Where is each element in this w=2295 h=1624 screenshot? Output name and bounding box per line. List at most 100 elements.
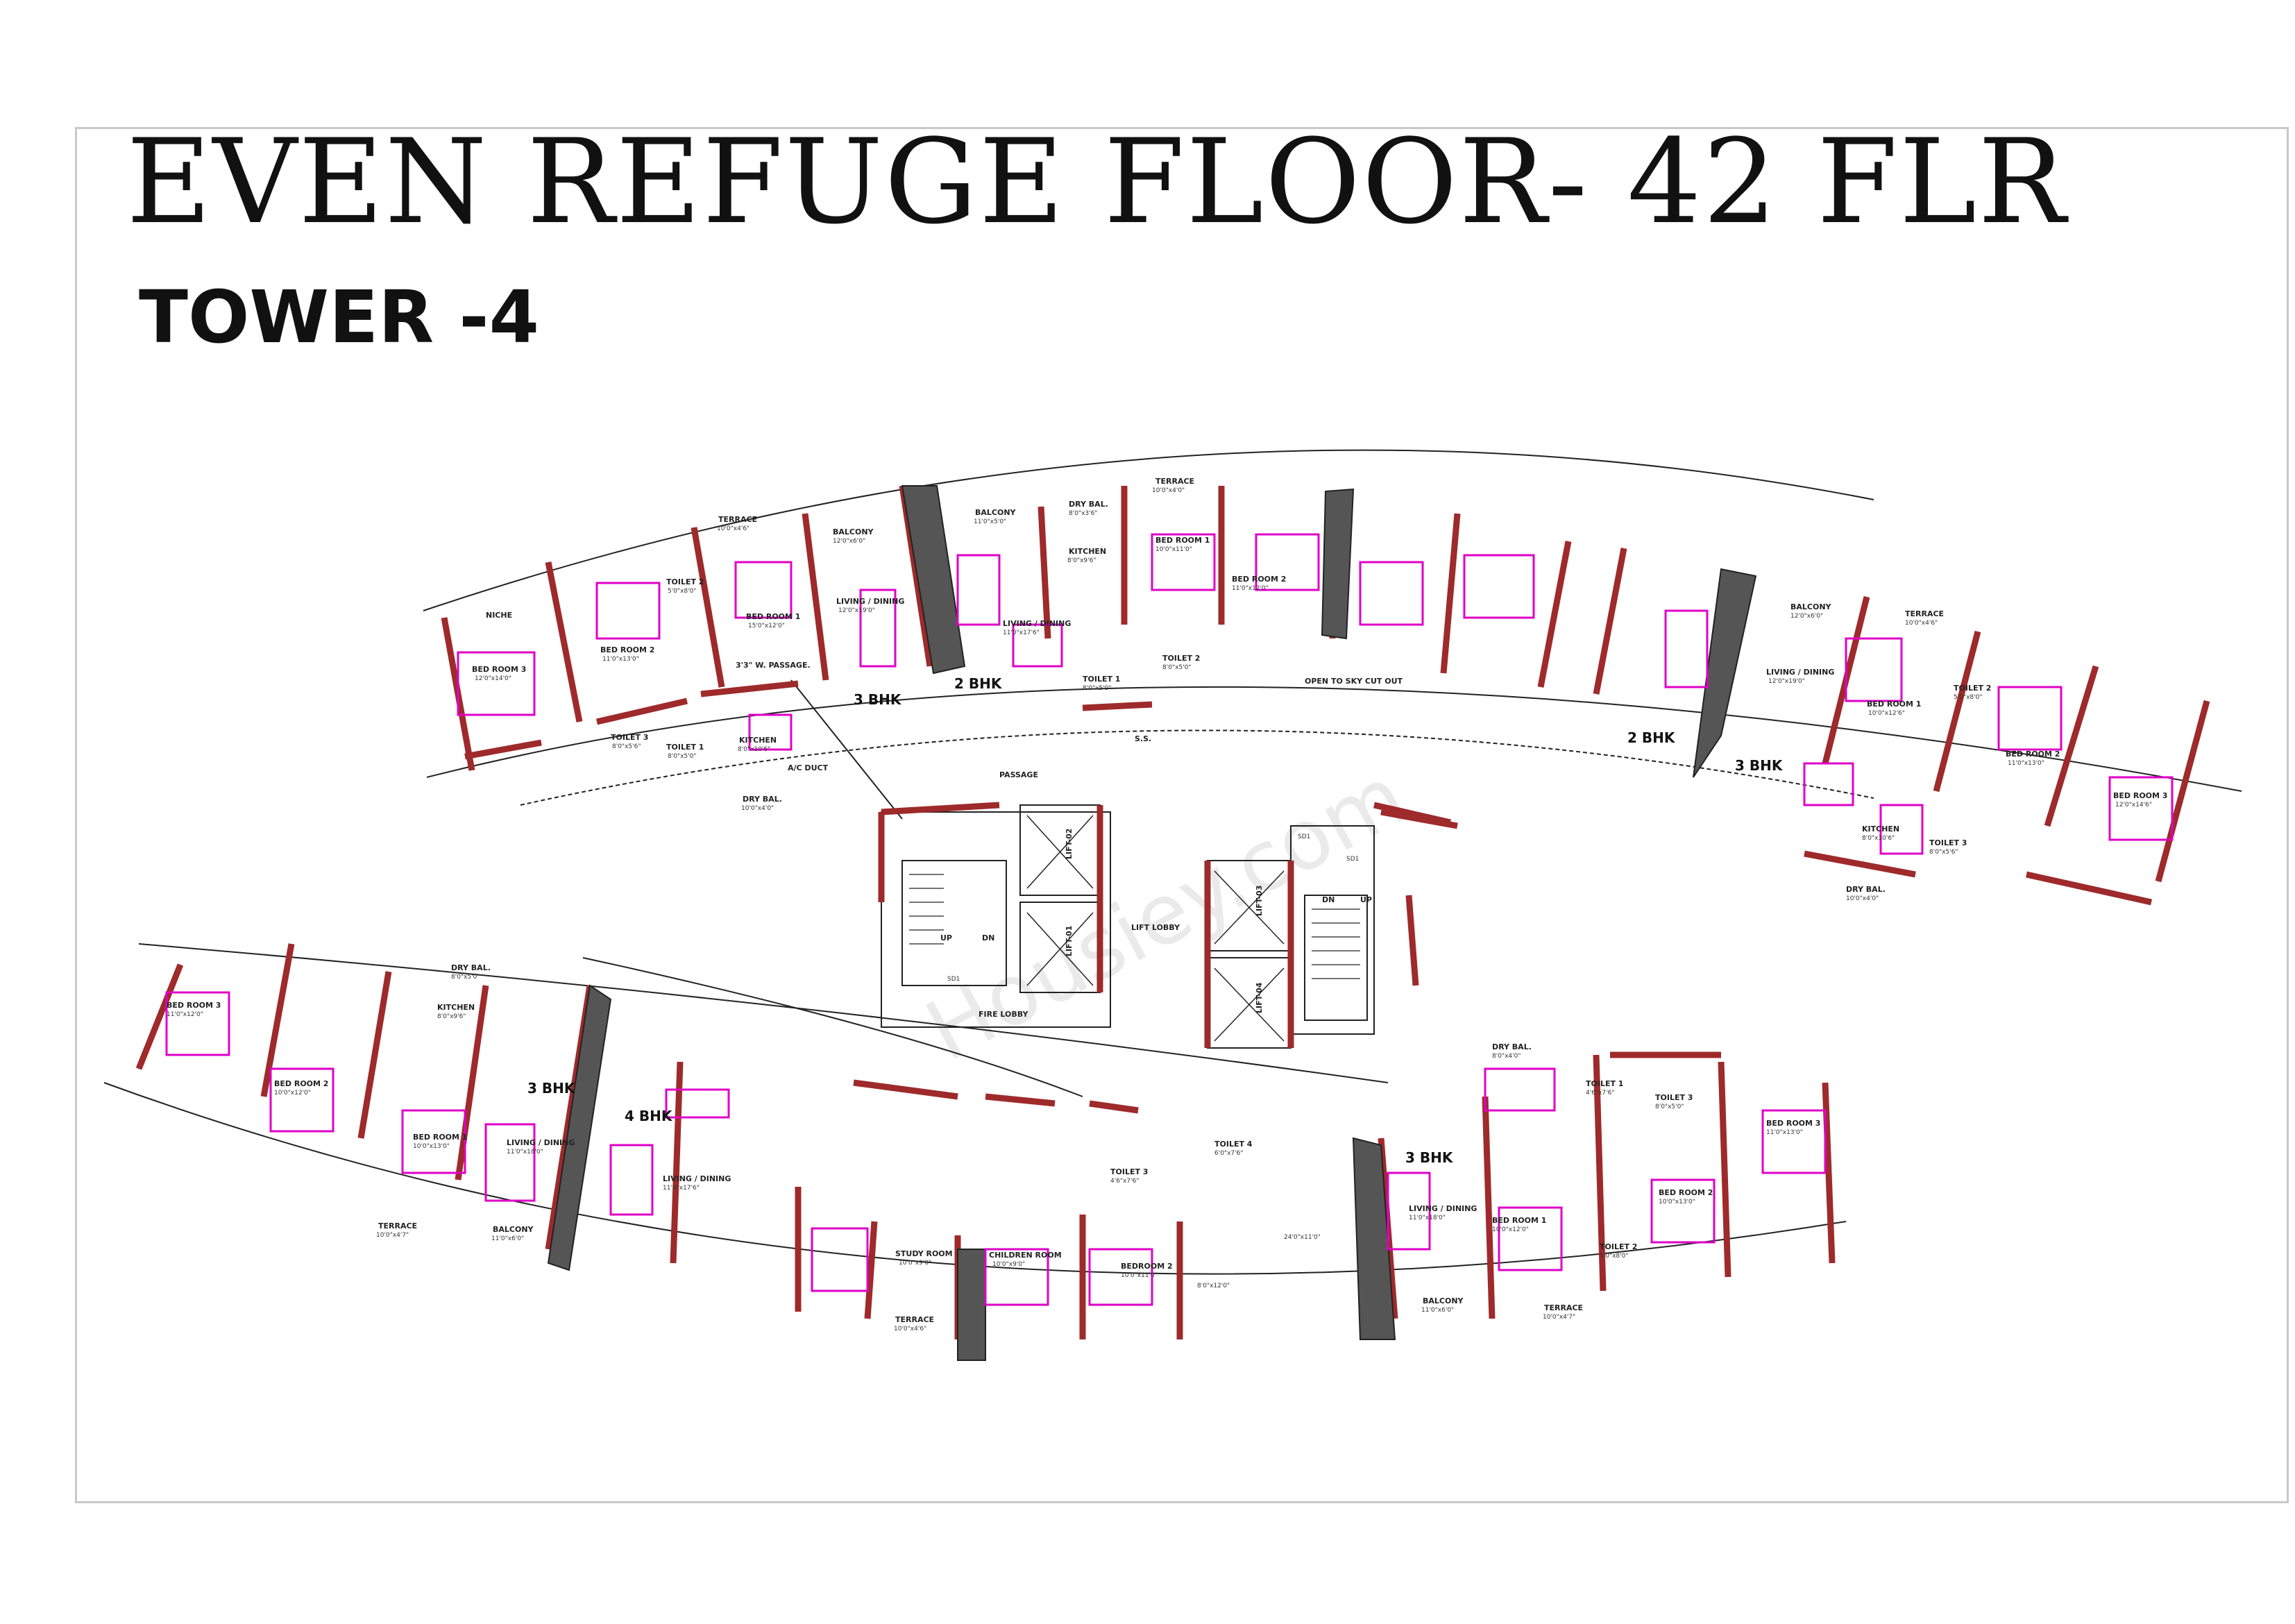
room-label: TERRACE xyxy=(378,1221,417,1230)
upper-furniture xyxy=(457,533,2174,855)
room-dim: 8'0"x4'0" xyxy=(1492,1053,1521,1060)
passage-label: PASSAGE xyxy=(999,770,1038,779)
unit-type-2bhk-upper-left: 2 BHK xyxy=(954,675,1003,692)
room-dim: 8'0"x9'6" xyxy=(437,1013,466,1020)
room-dim: 11'0"x18'0" xyxy=(1409,1215,1446,1221)
room-label: BEDROOM 2 xyxy=(1121,1262,1173,1271)
lift-03-label: LIFT-03 xyxy=(1255,886,1264,916)
room-dim: 10'0"x11'0" xyxy=(1121,1272,1158,1279)
room-label: TERRACE xyxy=(718,515,757,524)
lower-shear-walls xyxy=(547,984,1396,1361)
room-label: TERRACE xyxy=(1905,609,1944,618)
room-dim: 10'0"x12'0" xyxy=(1492,1226,1529,1233)
room-dim: 10'0"x4'0" xyxy=(1846,895,1879,902)
stair-dn-label-a: DN xyxy=(982,933,994,942)
room-dim: 4'6"x7'6" xyxy=(1110,1178,1139,1185)
room-dim: 10'0"x13'0" xyxy=(1659,1199,1695,1206)
room-label: BALCONY xyxy=(833,527,874,536)
room-dim: 8'0"x5'0" xyxy=(1162,664,1191,671)
room-dim: 11'0"x18'0" xyxy=(507,1149,543,1156)
stairs xyxy=(909,874,1360,979)
room-label: BED ROOM 3 xyxy=(2113,791,2167,800)
lift-04-label: LIFT-04 xyxy=(1255,982,1264,1013)
core-walls xyxy=(878,802,1458,1048)
room-dim: 10'0"x11'0" xyxy=(1155,546,1192,553)
room-label: TOILET 1 xyxy=(1586,1079,1623,1088)
room-dim: 8'0"x3'6" xyxy=(1069,510,1097,517)
passage-label: 3'3" W. PASSAGE. xyxy=(736,661,811,670)
room-label: TOILET 2 xyxy=(1954,684,1991,693)
room-label: BED ROOM 1 xyxy=(746,612,800,621)
room-label: TOILET 2 xyxy=(1600,1242,1637,1251)
room-label: KITCHEN xyxy=(739,736,777,745)
room-label: TOILET 1 xyxy=(1083,675,1120,684)
room-label: TOILET 3 xyxy=(1655,1093,1693,1102)
room-label: LIVING / DINING xyxy=(1409,1204,1477,1213)
lower-wing xyxy=(103,943,1847,1275)
room-dim: 12'0"x14'6" xyxy=(2115,802,2152,809)
room-label: TOILET 3 xyxy=(611,733,648,742)
unit-type-2bhk-upper-right: 2 BHK xyxy=(1627,729,1676,746)
room-dim: 24'0"x11'0" xyxy=(1284,1234,1321,1241)
fire-lobby-label: FIRE LOBBY xyxy=(979,1010,1029,1019)
room-label: BED ROOM 1 xyxy=(1867,700,1921,709)
room-dim: 12'0"x6'0" xyxy=(833,538,865,545)
room-label: DRY BAL. xyxy=(1846,885,1886,894)
room-label: TOILET 2 xyxy=(666,577,704,586)
lift-01-label: LIFT-01 xyxy=(1065,926,1074,956)
room-dim: 5'0"x8'0" xyxy=(668,588,696,595)
room-dim: 10'0"x4'6" xyxy=(1905,620,1938,627)
room-label: KITCHEN xyxy=(1069,547,1106,556)
room-dim: 12'0"x14'0" xyxy=(475,675,511,682)
room-label: LIVING / DINING xyxy=(507,1138,575,1147)
room-label: TOILET 4 xyxy=(1214,1140,1253,1149)
room-label: BALCONY xyxy=(1423,1296,1464,1305)
room-dim: 4'6"x7'6" xyxy=(1586,1090,1614,1097)
ac-duct-label: A/C DUCT xyxy=(788,763,829,772)
lift-02-label: LIFT-02 xyxy=(1065,829,1074,859)
room-label: STUDY ROOM xyxy=(895,1249,953,1258)
room-dim: 15'0"x12'0" xyxy=(748,623,785,629)
sd1-label-c: SD1 xyxy=(1346,856,1359,863)
room-label: BALCONY xyxy=(1790,602,1832,611)
room-dim: 11'0"x5'0" xyxy=(974,518,1006,525)
room-dim: 10'0"x13'0" xyxy=(413,1143,450,1150)
room-dim: 8'0"x5'0" xyxy=(1083,685,1111,692)
room-dim: 10'0"x4'0" xyxy=(741,805,774,812)
unit-type-3bhk-upper-right: 3 BHK xyxy=(1735,757,1784,774)
room-dim: 8'0"x10'6" xyxy=(1862,835,1895,842)
room-label: TERRACE xyxy=(895,1315,934,1324)
room-label: TERRACE xyxy=(1544,1303,1583,1312)
room-label: BED ROOM 2 xyxy=(274,1079,328,1088)
room-label: BED ROOM 3 xyxy=(472,665,526,674)
room-label: DRY BAL. xyxy=(1069,500,1108,509)
room-dim: 8'0"x5'6" xyxy=(1929,849,1958,856)
room-label: DRY BAL. xyxy=(1492,1042,1532,1051)
page-subtitle: TOWER -4 xyxy=(139,275,539,360)
room-dim: 12'0"x19'0" xyxy=(1768,678,1805,685)
room-label: TOILET 2 xyxy=(1162,654,1200,663)
room-dim: 8'0"x5'0" xyxy=(1655,1103,1684,1110)
room-dim: 8'0"x10'6" xyxy=(738,746,770,753)
room-dim: 10'0"x12'6" xyxy=(1868,710,1905,717)
core xyxy=(881,804,1375,1049)
room-dim: 10'0"x4'7" xyxy=(376,1232,409,1239)
room-label: TOILET 3 xyxy=(1929,838,1967,847)
room-label: BED ROOM 3 xyxy=(1766,1119,1820,1128)
room-dim: 8'0"x9'6" xyxy=(1067,557,1096,564)
room-dim: 8'0"x12'0" xyxy=(1197,1283,1230,1289)
unit-type-4bhk-lower: 4 BHK xyxy=(625,1108,673,1124)
room-label: BED ROOM 1 xyxy=(1492,1216,1546,1225)
room-label: DRY BAL. xyxy=(743,795,782,804)
stair-up-label-a: UP xyxy=(940,933,952,942)
unit-type-3bhk-lower-right: 3 BHK xyxy=(1405,1149,1454,1166)
room-label: BALCONY xyxy=(975,508,1017,517)
room-label: LIVING / DINING xyxy=(1003,619,1071,628)
room-dim: 11'0"x17'6" xyxy=(1003,629,1040,636)
room-label: TOILET 3 xyxy=(1110,1167,1148,1176)
room-dim: 11'0"x6'0" xyxy=(1421,1307,1454,1314)
drawing-sheet-border xyxy=(75,127,2289,1503)
room-label: LIVING / DINING xyxy=(836,597,904,606)
room-dim: 5'0"x8'0" xyxy=(1954,694,1982,701)
sd1-label-b: SD1 xyxy=(1298,834,1310,840)
